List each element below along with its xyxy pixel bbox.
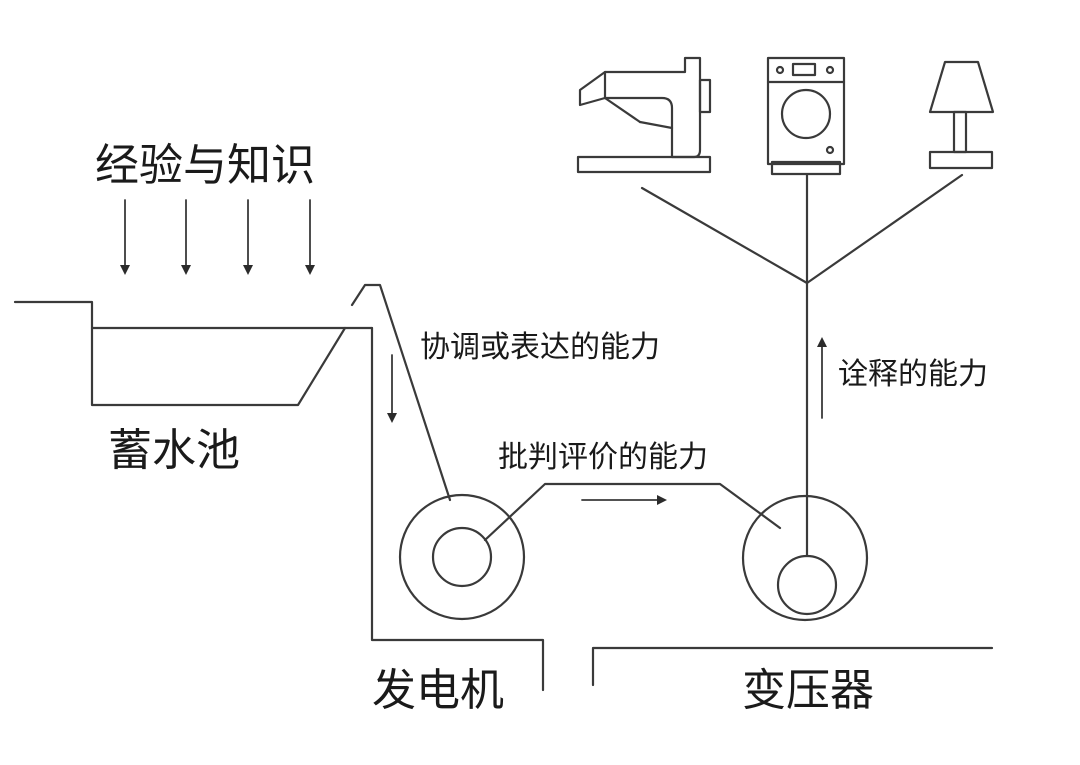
interpret-label: 诠释的能力: [838, 357, 988, 392]
channel-wall: [350, 283, 452, 502]
generator-label: 发电机: [372, 665, 504, 716]
branch-right: [805, 173, 964, 285]
washing-machine-icon: [766, 56, 846, 176]
transformer-wheel: [741, 494, 869, 622]
distribution-lines: [640, 173, 964, 558]
table-lamp-icon: [928, 60, 995, 170]
branch-left: [640, 186, 809, 285]
experience-knowledge-label: 经验与知识: [95, 140, 315, 191]
generator-inner-circle: [431, 526, 493, 588]
channel-left-wall: [370, 326, 545, 692]
transformer-outer-circle: [741, 494, 869, 622]
generator-wheel: [398, 493, 526, 621]
reservoir-label: 蓄水池: [108, 425, 240, 476]
input-arrows: [120, 199, 315, 275]
power-belt: [483, 482, 782, 542]
critique-evaluate-label: 批判评价的能力: [498, 440, 708, 475]
sewing-machine-icon: [576, 56, 712, 174]
transformer-base-line: [591, 646, 994, 687]
generator-outer-circle: [398, 493, 526, 621]
reservoir-walls: [13, 300, 347, 407]
transformer-label: 变压器: [742, 665, 874, 716]
coordinate-express-label: 协调或表达的能力: [420, 330, 660, 365]
generator-channel: [350, 283, 545, 692]
reservoir: [13, 300, 374, 407]
transformer-inner-circle: [776, 554, 838, 616]
